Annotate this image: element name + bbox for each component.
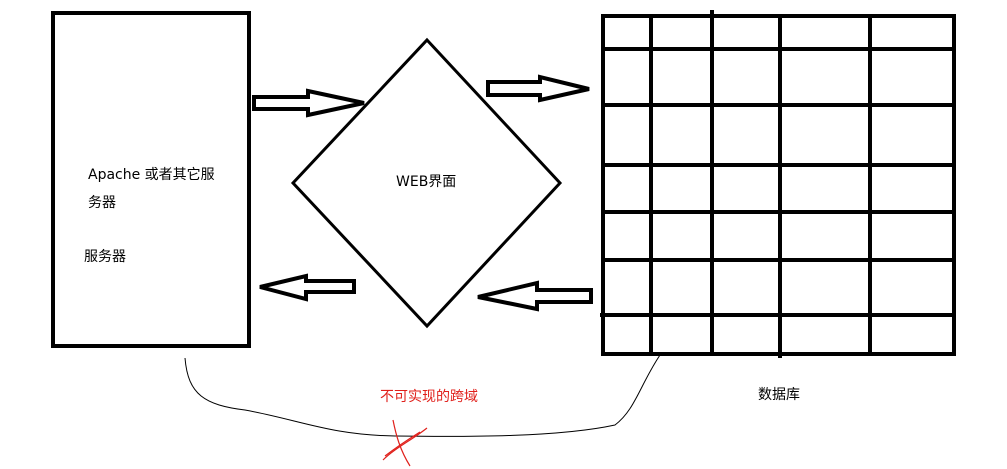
arrow-db-to-web [477,280,593,312]
cross-domain-curve [184,354,661,437]
server-sublabel: 服务器 [84,249,126,265]
web-label: WEB界面 [396,174,457,190]
cross-domain-label: 不可实现的跨域 [380,389,478,405]
arrow-web-to-db [486,74,590,103]
database-label: 数据库 [758,387,800,403]
server-box [51,11,251,348]
web-diamond [290,37,563,329]
arrow-server-to-web [252,88,365,118]
server-label: Apache 或者其它服务器 [88,167,215,211]
arrow-web-to-server [259,273,356,302]
database-grid [600,10,956,358]
blocked-cross-icon [382,419,428,467]
